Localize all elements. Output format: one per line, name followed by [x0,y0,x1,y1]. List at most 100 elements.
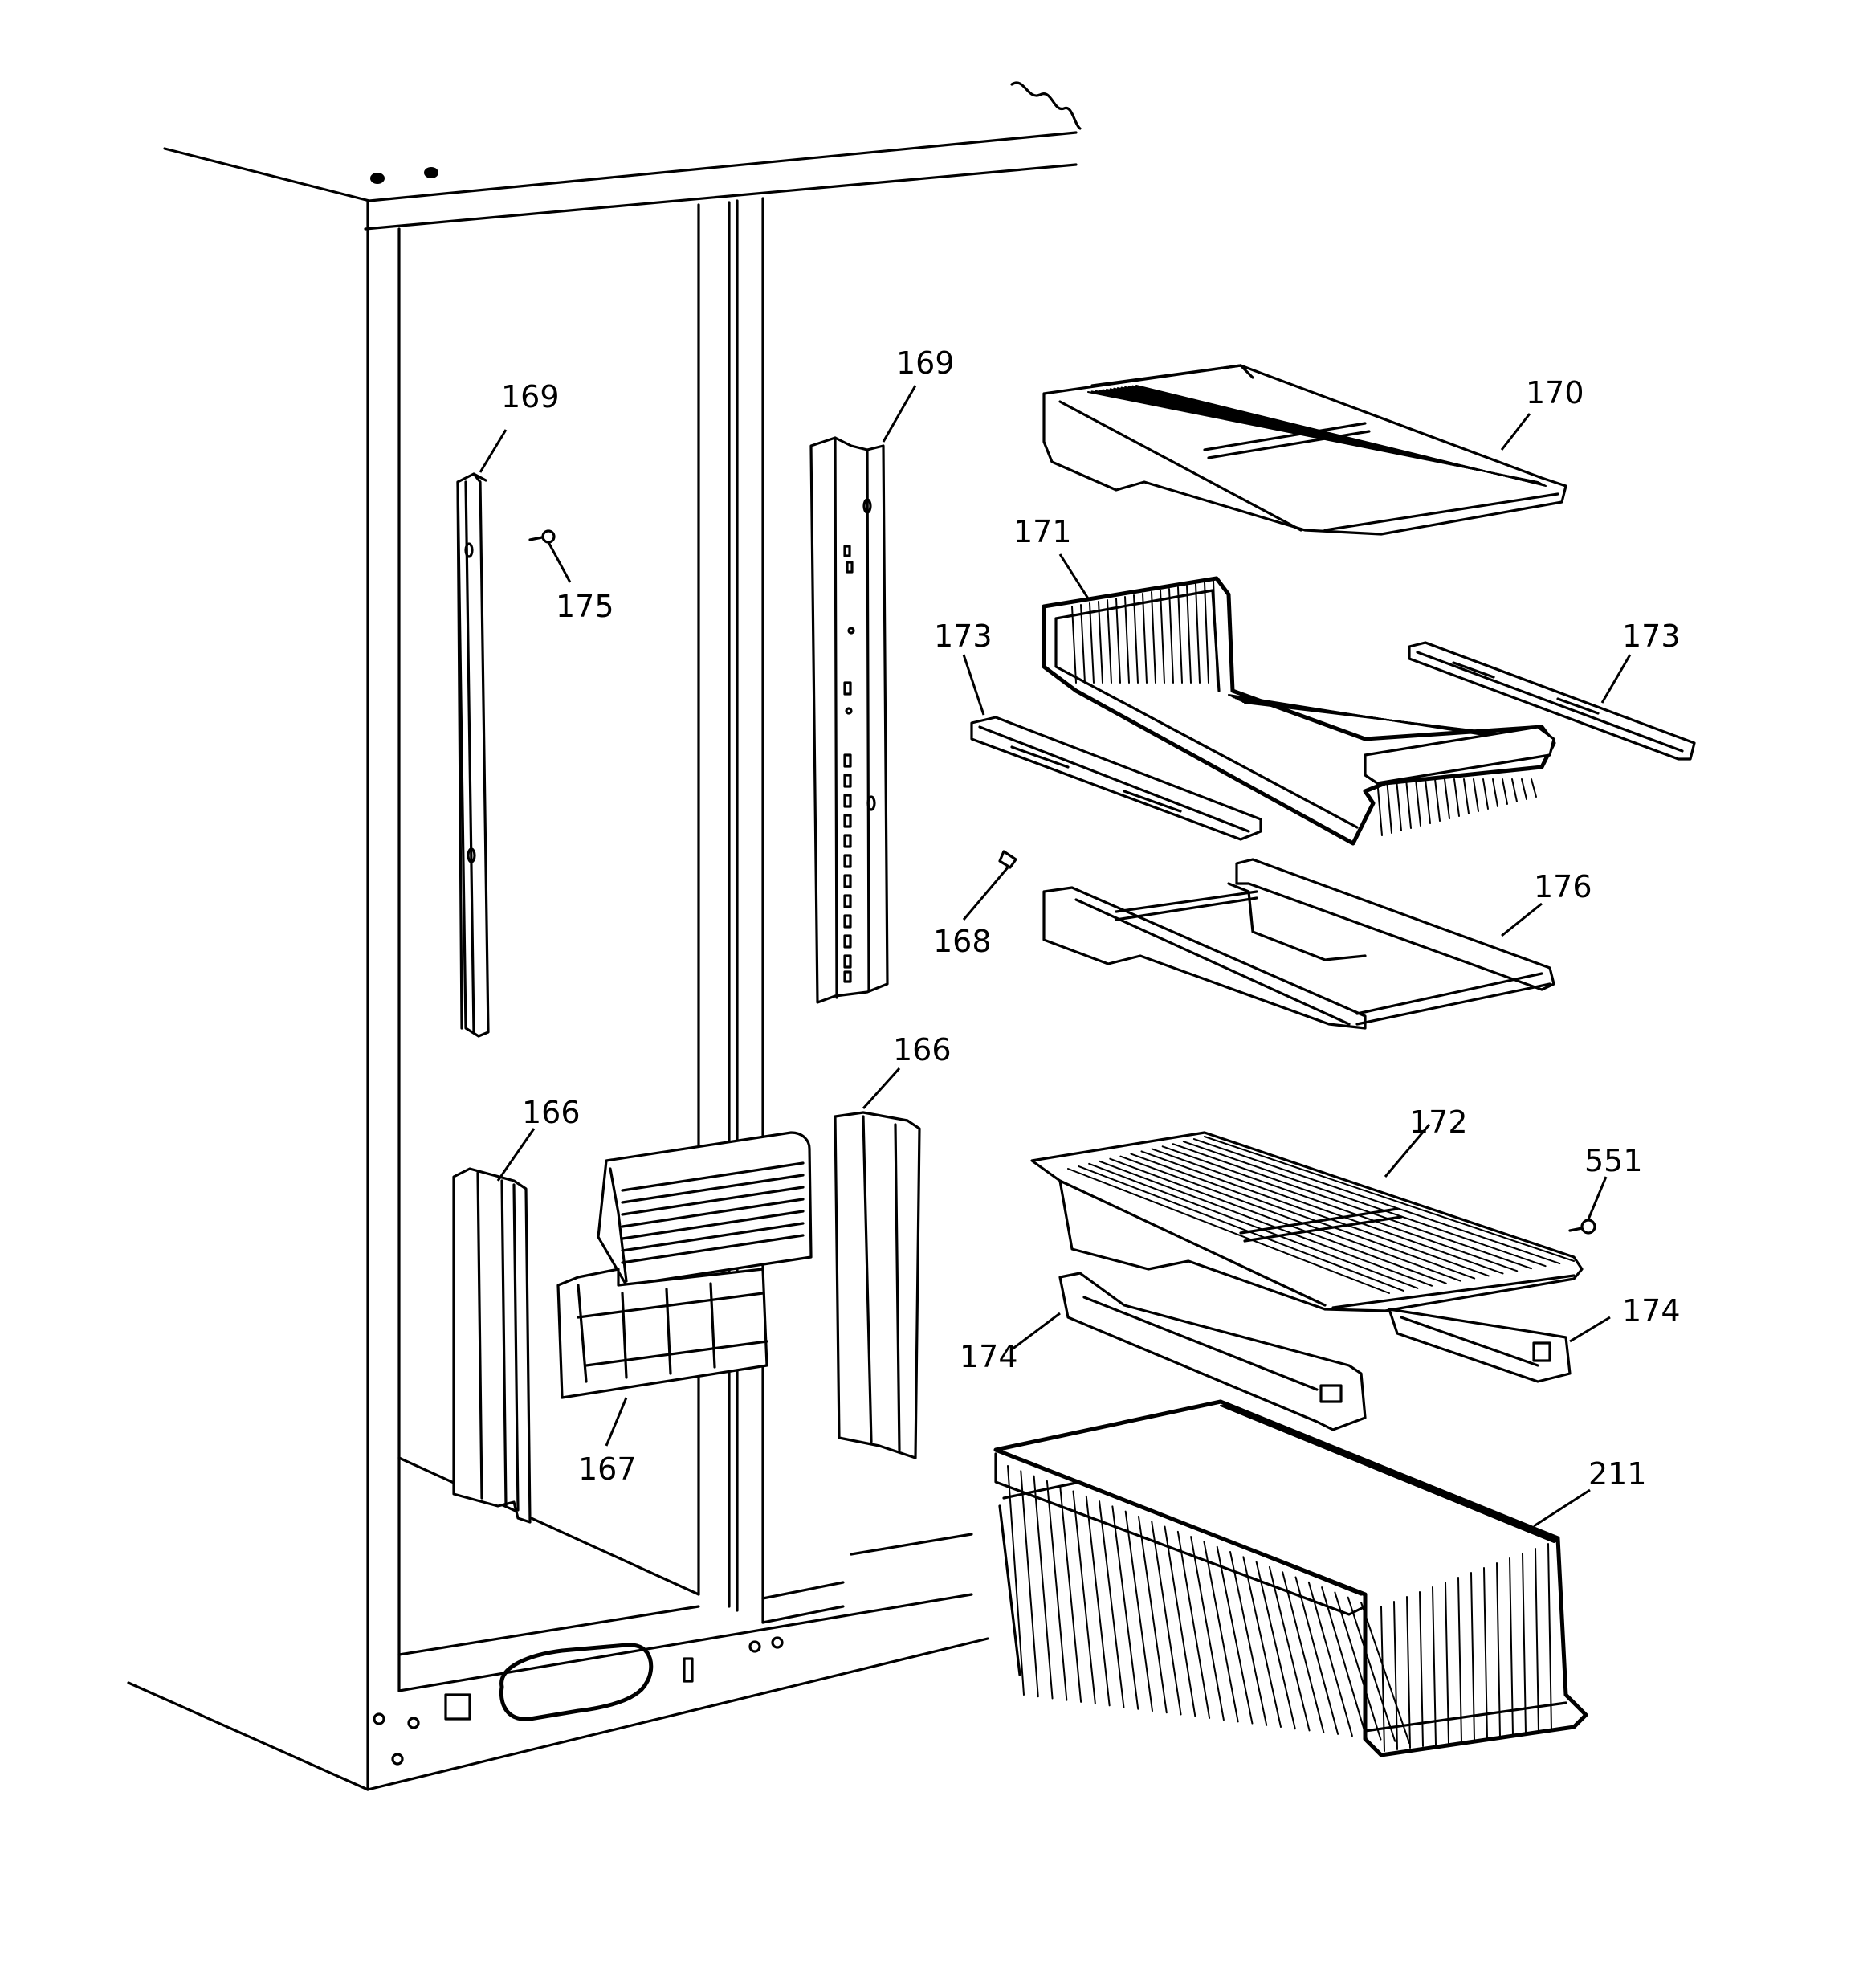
wire-line [1229,1551,1268,1726]
wire-line [1347,1596,1396,1742]
wire-line [621,1174,805,1204]
wire-line [1172,1143,1532,1270]
callout-551: 551 [1584,1143,1643,1178]
wire-line [1203,1541,1239,1723]
wire-line [1380,1606,1385,1752]
shelf-rail-169-left [456,472,490,1038]
wire-line [1432,1586,1437,1745]
wire-line [1182,1141,1547,1268]
wire-line [1151,1521,1182,1716]
wire-line [1470,1572,1475,1741]
callout-173-right: 173 [1622,618,1681,654]
wire-line [1535,1548,1539,1733]
callout-176: 176 [1534,869,1592,904]
callout-174-right: 174 [1622,1293,1681,1329]
wire-line [1007,1465,1025,1696]
wire-line [1405,778,1412,829]
wire-line [1107,599,1112,684]
wire-line [1130,1153,1476,1280]
wire-line [1492,778,1498,807]
wire-line [1473,778,1479,812]
wire-line [1186,585,1192,684]
wire-line [1444,778,1450,819]
shelf-frame-176 [1042,858,1555,1030]
wire-line [1376,778,1383,836]
wire-shelf-170 [1042,364,1567,536]
wire-line [1085,1495,1111,1707]
callout-167: 167 [578,1451,637,1487]
wire-line [1151,591,1156,684]
wire-line [1307,1581,1353,1737]
wire-line [1088,1162,1419,1289]
screw-551 [1568,1219,1596,1235]
wire-line [1109,1157,1447,1284]
wire-line [1321,1586,1368,1739]
wire-line [1164,1525,1196,1717]
wire-line [1124,596,1130,684]
wire-line [1033,1475,1054,1700]
wire-line [1396,778,1402,831]
wire-line [1111,1505,1139,1710]
wire-line [1089,602,1095,684]
clip-168 [998,850,1017,869]
wire-line [1207,430,1371,459]
wire-line [1393,1601,1398,1750]
callout-166-left: 166 [522,1095,581,1130]
wire-line [1204,1136,1575,1262]
slide-rail-173-left [970,716,1262,841]
wire-line [1415,778,1421,827]
wire-line [1020,1470,1039,1698]
wire-line [1099,1500,1125,1708]
drawer-slide-174-left [1058,1272,1367,1431]
wire-line [1521,778,1527,800]
callout-171: 171 [1013,514,1072,549]
wire-line [1282,1571,1325,1733]
wire-line [1115,598,1121,684]
wire-line [1133,594,1139,684]
wire-line [1192,1138,1561,1265]
wire-line [1242,1556,1282,1728]
wire-line [1067,1168,1390,1294]
wire-line [1483,1567,1488,1739]
callout-172: 172 [1409,1104,1468,1140]
callout-labels: 169 169 175 170 171 173 173 168 176 166 … [501,345,1681,1492]
callout-170: 170 [1526,375,1584,410]
callout-173-left: 173 [934,618,993,654]
wire-line [621,1186,805,1216]
wire-line [1203,422,1367,451]
wire-basket-171 [1042,576,1556,846]
wire-line [1502,778,1508,805]
leader-lines [479,385,1632,1528]
wire-line [621,1210,805,1240]
wire-line [1511,778,1518,802]
wire-line [1360,1602,1410,1744]
wire-line [1482,778,1489,810]
wire-line [621,1222,805,1252]
wire-line [1531,778,1537,798]
wire-line [1177,586,1183,684]
wire-line [1204,582,1209,684]
wire-shelf-172 [1030,1131,1584,1312]
wire-line [1496,1562,1501,1737]
wire-line [1294,1576,1339,1735]
wire-line [1255,1561,1296,1730]
wire-line [621,1234,805,1264]
wire-line [1176,1530,1211,1719]
wire-line [1547,1543,1552,1731]
wire-line [1072,1490,1096,1705]
wire-line [1453,778,1460,817]
shelf-rail-169-right [809,436,889,1004]
callout-166-right: 166 [893,1032,952,1067]
wire-line [1406,1596,1411,1749]
callout-169-left: 169 [501,379,560,414]
wire-line [1142,593,1148,684]
wire-line [1078,1165,1404,1292]
vent-cover-167 [556,1131,813,1399]
wire-line [1243,1215,1403,1243]
wire-line [1239,1207,1399,1235]
wire-line [1213,580,1218,684]
wire-line [1425,778,1431,824]
wire-line [1071,606,1077,684]
freezer-basket-211 [993,1399,1588,1757]
